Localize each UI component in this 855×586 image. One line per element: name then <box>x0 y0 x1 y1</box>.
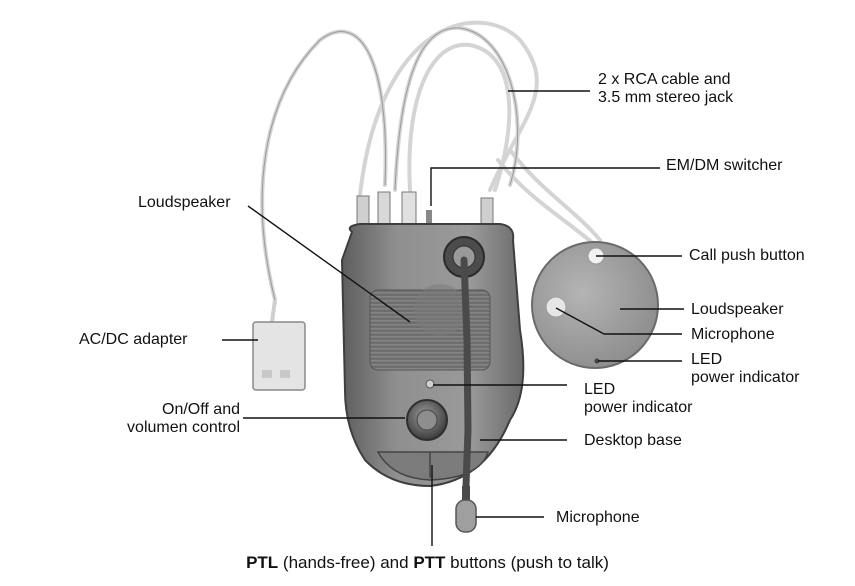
knob-icon <box>406 399 448 441</box>
label-ac-dc-adapter: AC/DC adapter <box>79 331 188 348</box>
led-indicator <box>425 379 435 389</box>
label-on-off-line1: On/Off and <box>162 401 240 418</box>
label-call-push-button: Call push button <box>689 247 805 264</box>
label-led-power-right-line1: LED <box>691 351 723 368</box>
label-caption-mid: (hands-free) and <box>278 553 414 572</box>
label-em-dm-switcher: EM/DM switcher <box>666 157 783 174</box>
speaker-pod-icon <box>531 241 659 369</box>
label-led-power-right: LED power indicator <box>691 351 800 387</box>
label-loudspeaker-left: Loudspeaker <box>138 194 231 211</box>
label-rca-cable: 2 x RCA cable and 3.5 mm stereo jack <box>598 71 733 107</box>
label-rca-cable-line2: 3.5 mm stereo jack <box>598 89 734 106</box>
leader-lines <box>222 90 684 546</box>
label-led-power-base: LED power indicator <box>584 381 693 417</box>
label-buttons-caption: PTL (hands-free) and PTT buttons (push t… <box>0 553 855 573</box>
label-on-off-control: On/Off and volumen control <box>100 401 240 437</box>
adapter-icon <box>252 299 306 391</box>
label-ptl: PTL <box>246 553 279 572</box>
label-loudspeaker-right: Loudspeaker <box>691 301 784 318</box>
label-led-power-base-line2: power indicator <box>584 399 693 416</box>
label-led-power-base-line1: LED <box>584 381 616 398</box>
label-ptt: PTT <box>413 553 446 572</box>
desktop-base <box>340 223 525 488</box>
rca-plugs <box>356 191 494 229</box>
label-rca-cable-line1: 2 x RCA cable and <box>598 71 731 88</box>
label-on-off-line2: volumen control <box>127 419 240 436</box>
label-microphone-right: Microphone <box>691 326 775 343</box>
label-desktop-base: Desktop base <box>584 432 682 449</box>
label-caption-end: buttons (push to talk) <box>445 553 609 572</box>
label-microphone-bottom: Microphone <box>556 509 640 526</box>
label-led-power-right-line2: power indicator <box>691 369 800 386</box>
